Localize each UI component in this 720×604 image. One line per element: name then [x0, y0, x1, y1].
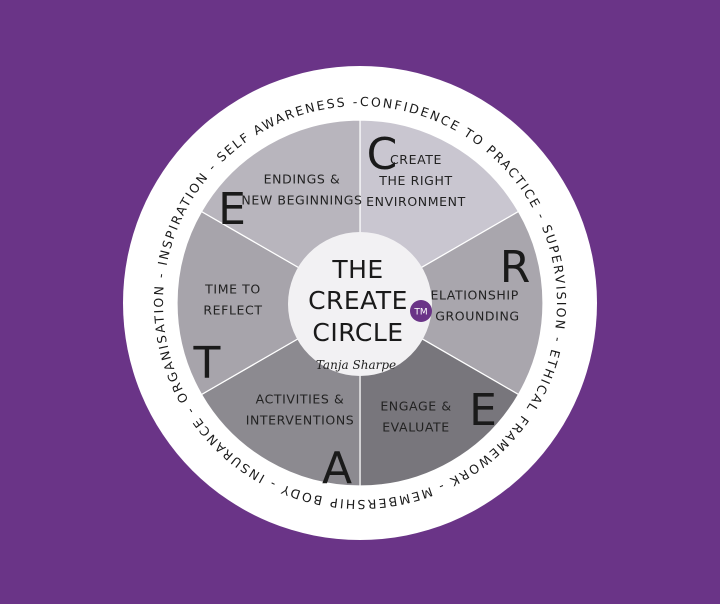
segment-letter-2: R [500, 242, 531, 293]
segment-label-3-line-2: EVALUATE [382, 420, 450, 435]
segment-label-2-line-2: & GROUNDING [420, 309, 519, 324]
author-name: Tanja Sharpe [316, 358, 396, 372]
title-line-3: CIRCLE [312, 318, 403, 347]
segment-label-4-line-1: ACTIVITIES & [256, 392, 345, 407]
segment-letter-4: A [322, 443, 352, 494]
segment-label-1-line-1: CREATE [390, 152, 442, 167]
trademark-text: TM [413, 308, 427, 318]
segment-wedge-2 [358, 210, 544, 396]
segment-label-2-line-1: RELATIONSHIP [421, 288, 519, 303]
title-line-2: CREATE [308, 286, 408, 315]
trademark-badge [410, 300, 432, 322]
segment-label-5-line-1: TIME TO [204, 282, 261, 297]
segment-label-1-line-2: THE RIGHT [378, 173, 452, 188]
segment-label-6-line-1: ENDINGS & [264, 172, 341, 187]
segment-letter-1: C [367, 129, 398, 180]
segment-letter-5: T [193, 338, 221, 389]
segment-letter-6: E [218, 184, 246, 235]
segment-label-4-line-2: INTERVENTIONS [246, 413, 355, 428]
segment-label-5-line-2: REFLECT [203, 303, 262, 318]
segment-label-3-line-1: ENGAGE & [380, 399, 451, 414]
title-line-1: THE [331, 255, 383, 284]
segment-label-6-line-2: NEW BEGINNINGS [241, 193, 362, 208]
segment-letter-3: E [469, 385, 497, 436]
center-disc [288, 232, 432, 376]
segment-label-1-line-3: ENVIRONMENT [366, 194, 466, 209]
segment-wedge-5 [176, 210, 362, 396]
